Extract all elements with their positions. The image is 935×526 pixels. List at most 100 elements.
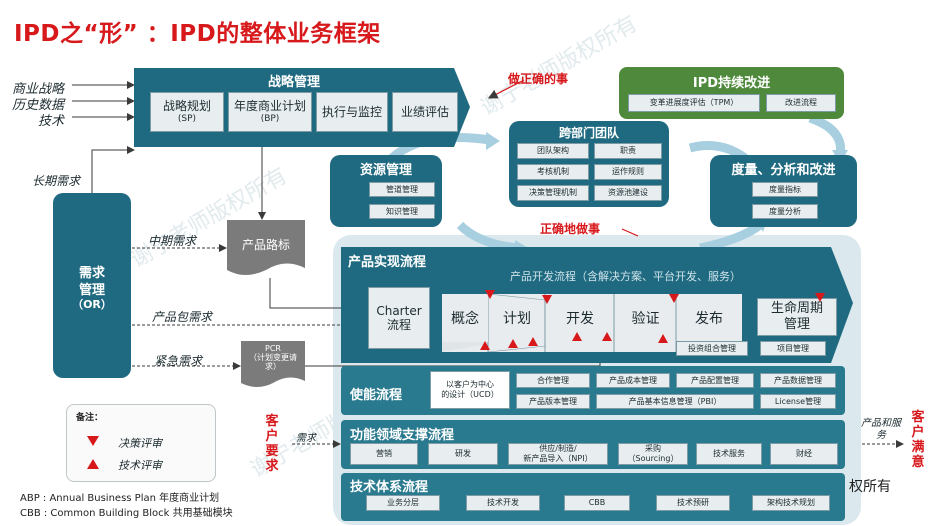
support-item[interactable]: 财经 (770, 443, 838, 465)
charter-box[interactable]: Charter 流程 (368, 287, 430, 349)
customer-sat-char: 满 (911, 440, 925, 455)
enable-item[interactable]: 产品成本管理 (596, 373, 670, 388)
review-markers (480, 290, 825, 350)
technical-review-marker (572, 332, 582, 341)
technical-review-marker (658, 334, 668, 343)
lifecycle-line2: 管理 (783, 317, 810, 332)
strategy-item-bp[interactable]: 年度商业计划 (BP) (228, 92, 312, 132)
customer-sat-char: 客 (911, 410, 925, 425)
strategy-item-monitor[interactable]: 执行与监控 (316, 92, 388, 132)
watermark-fragment: 权所有 (849, 479, 891, 495)
enable-item[interactable]: 产品配置管理 (676, 373, 754, 388)
arrow-do-things-right (621, 228, 639, 237)
req-mgmt-line1: 需求 (78, 266, 105, 281)
support-item-line2: （Sourcing） (627, 454, 679, 463)
pcr-line1: PCR (265, 344, 281, 353)
support-item-line1: 供应/制造/ (539, 444, 577, 454)
customer-req-label: 客 户 要 求 (265, 414, 279, 474)
tech-sys-title: 技术体系流程 (350, 480, 429, 495)
pdp-portfolio-mgmt[interactable]: 投资组合管理 (676, 341, 748, 356)
measure-item[interactable]: 度量指标 (752, 182, 818, 197)
legend-title: 备注： (76, 413, 104, 423)
strategy-item-review[interactable]: 业绩评估 (392, 92, 458, 132)
cross-team-item[interactable]: 运作规则 (594, 164, 662, 180)
cross-team-title: 跨部门团队 (558, 126, 619, 140)
support-item-sourcing[interactable]: 采购 （Sourcing） (618, 443, 688, 465)
input-strategy: 商业战略 (12, 82, 65, 97)
tech-sys-item[interactable]: 架构技术规划 (752, 495, 830, 511)
package-req-label: 产品包需求 (152, 310, 213, 324)
stage-concept[interactable]: 概念 (442, 294, 488, 342)
strategy-item-label: 业绩评估 (400, 104, 449, 119)
ipd-improve-tpm[interactable]: 变革进展度评估（TPM） (628, 94, 760, 112)
ipd-improve-process[interactable]: 改进流程 (766, 94, 836, 112)
tech-sys-item[interactable]: 业务分层 (366, 495, 440, 511)
technical-review-marker (602, 332, 612, 341)
req-small-label: 需求 (296, 433, 316, 444)
stage-release[interactable]: 发布 (695, 311, 723, 327)
input-tech: 技术 (38, 114, 65, 129)
technical-review-icon (87, 459, 99, 469)
stage-plan[interactable]: 计划 (503, 311, 531, 327)
resource-mgmt-title: 资源管理 (359, 163, 412, 178)
roadmap-label: 产品路标 (241, 238, 290, 252)
charter-line2: 流程 (386, 318, 411, 332)
enable-ucd-line2: 的设计（UCD） (441, 390, 499, 399)
arrow-do-right-thing (487, 79, 525, 99)
customer-satisfaction-label: 客 户 满 意 (910, 410, 926, 470)
tech-sys-item[interactable]: CBB (564, 495, 630, 511)
tech-sys-item[interactable]: 技术预研 (656, 495, 730, 511)
decision-review-icon (87, 436, 99, 446)
measure-title: 度量、分析和改进 (731, 163, 836, 178)
strategy-item-sp[interactable]: 战略规划 (SP) (150, 92, 224, 132)
cross-team-item[interactable]: 考核机制 (517, 164, 589, 180)
arrow-roadmap-charter (269, 278, 367, 312)
cycle-arrow-resource-pdp (456, 221, 521, 253)
strategy-item-label: 年度商业计划 (233, 99, 306, 114)
cross-team-item[interactable]: 决策管理机制 (517, 185, 589, 201)
long-term-req-label: 长期需求 (32, 174, 81, 188)
resource-mgmt-item[interactable]: 知识管理 (369, 204, 435, 219)
pdp-project-mgmt[interactable]: 项目管理 (760, 341, 826, 356)
note-abp: ABP : Annual Business Plan 年度商业计划 (20, 493, 220, 504)
arrow-long-term (91, 146, 135, 193)
cross-team-item[interactable]: 团队架构 (517, 143, 589, 159)
input-history: 历史数据 (12, 98, 65, 113)
support-item-line2: 新产品导入（NPI） (523, 454, 593, 463)
resource-mgmt-item[interactable]: 管道管理 (369, 182, 435, 197)
page-title: IPD之“形” ：IPD的整体业务框架 (14, 21, 381, 47)
enable-item[interactable]: 产品数据管理 (760, 373, 836, 388)
pcr-label: PCR （计划变更请 求） (241, 344, 305, 372)
pcr-line3: 求） (265, 362, 281, 372)
customer-req-char: 要 (265, 444, 279, 459)
req-mgmt-panel[interactable] (53, 193, 131, 378)
legend-decision: 决策评审 (118, 437, 162, 450)
pdp-subtitle: 产品开发流程（含解决方案、平台开发、服务） (510, 270, 741, 283)
cross-team-item[interactable]: 资源池建设 (594, 185, 662, 201)
support-item-npi[interactable]: 供应/制造/ 新产品导入（NPI） (508, 443, 608, 465)
stage-verify[interactable]: 验证 (631, 311, 660, 327)
enable-title: 使能流程 (350, 388, 403, 403)
customer-sat-char: 户 (911, 425, 925, 440)
stage-develop[interactable]: 开发 (566, 311, 594, 327)
legend-icons (87, 436, 99, 469)
cross-team-item[interactable]: 职责 (594, 143, 662, 159)
note-cbb: CBB : Common Building Block 共用基础模块 (20, 508, 233, 519)
enable-item[interactable]: License管理 (760, 394, 836, 409)
support-item[interactable]: 技术服务 (696, 443, 762, 465)
support-item[interactable]: 研发 (428, 443, 498, 465)
measure-item[interactable]: 度量分析 (752, 204, 818, 219)
support-item[interactable]: 营销 (350, 443, 418, 465)
lifecycle-box[interactable]: 生命周期 管理 (757, 298, 837, 336)
enable-item[interactable]: 合作管理 (516, 373, 590, 388)
customer-sat-char: 意 (911, 455, 925, 470)
enable-item[interactable]: 产品版本管理 (516, 394, 590, 409)
enable-item[interactable]: 产品基本信息管理（PBI） (596, 394, 754, 409)
enable-ucd[interactable]: 以客户为中心 的设计（UCD） (430, 371, 510, 409)
tech-sys-item[interactable]: 技术开发 (466, 495, 540, 511)
decision-review-marker (815, 293, 825, 302)
pdp-title: 产品实现流程 (348, 255, 427, 270)
do-right-thing-label: 做正确的事 (508, 72, 569, 86)
cycle-arrow-pdp-measure (699, 221, 763, 253)
roadmap-shape (227, 220, 305, 275)
